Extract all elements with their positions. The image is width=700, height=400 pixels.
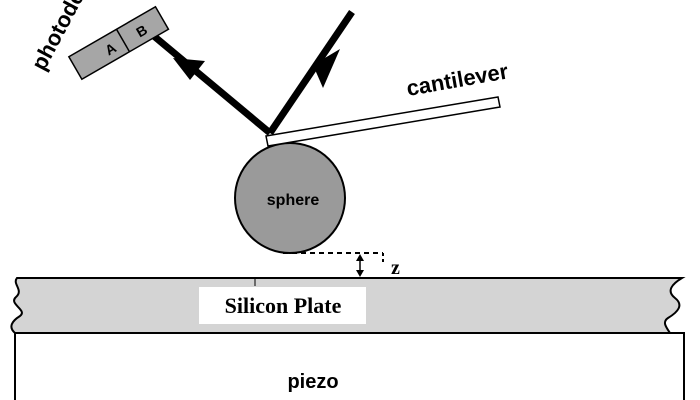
gap-arrow-up	[356, 254, 364, 261]
silicon-plate-label-bg	[199, 287, 366, 324]
piezo-label: piezo	[287, 371, 338, 393]
cantilever-beam	[265, 96, 501, 147]
gap-arrow-down	[356, 270, 364, 277]
photodetector-segment-divider	[115, 28, 131, 53]
piezo-outline	[14, 332, 685, 400]
incident-arrow-icon	[313, 49, 340, 88]
piezo-block: piezo	[14, 332, 685, 400]
gap-indicator: z	[283, 252, 400, 279]
incident-beam	[267, 10, 355, 135]
silicon-plate-label: Silicon Plate	[225, 293, 342, 318]
gap-label: z	[391, 257, 400, 279]
sphere: sphere	[234, 142, 346, 254]
photodetector: A B photodetector	[26, 0, 170, 81]
cantilever-label: cantilever	[405, 58, 511, 101]
photodetector-body	[67, 5, 170, 81]
silicon-plate: Silicon Plate	[10, 277, 686, 334]
cantilever: cantilever	[265, 58, 511, 147]
reflected-arrow-icon	[173, 58, 205, 80]
laser-beam	[140, 10, 355, 136]
reflected-beam	[140, 24, 273, 136]
sphere-label: sphere	[267, 192, 320, 209]
